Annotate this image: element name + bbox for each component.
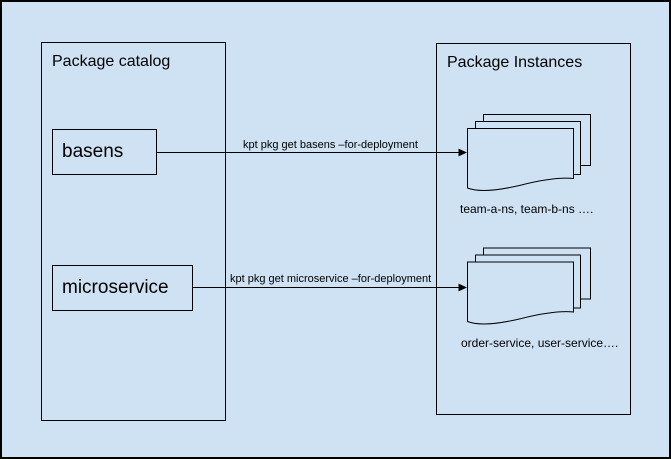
arrow-label-get-microservice: kpt pkg get microservice –for-deployment	[230, 273, 432, 285]
stack-caption-team-ns: team-a-ns, team-b-ns ….	[460, 202, 594, 216]
arrow-label-get-basens: kpt pkg get basens –for-deployment	[243, 139, 418, 151]
package-box-basens: basens	[52, 129, 157, 175]
package-instances-box: Package Instances	[436, 43, 631, 415]
package-catalog-title: Package catalog	[52, 53, 171, 70]
package-label-microservice: microservice	[62, 277, 169, 298]
stack-caption-services: order-service, user-service….	[461, 336, 619, 350]
package-catalog-box: Package catalog	[41, 42, 226, 421]
package-instances-title: Package Instances	[447, 54, 583, 71]
package-box-microservice: microservice	[52, 265, 193, 311]
package-label-basens: basens	[62, 141, 124, 162]
